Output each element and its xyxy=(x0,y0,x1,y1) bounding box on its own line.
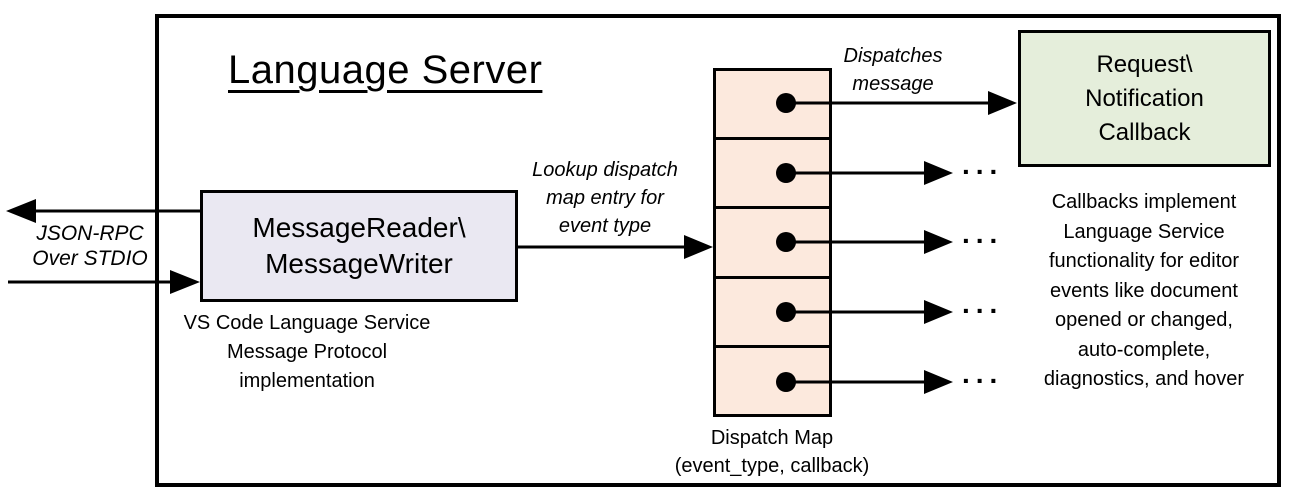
callbacks-note-line1: Callbacks implement xyxy=(1051,191,1237,213)
diagram-title: Language Server xyxy=(228,48,543,92)
message-caption-line1: VS Code Language Service xyxy=(183,312,431,334)
dispatch-caption-line2: (event_type, callback) xyxy=(674,455,870,477)
callbacks-note-line6: auto-complete, xyxy=(1077,338,1211,361)
callbacks-note-line7: diagnostics, and hover xyxy=(1043,368,1245,390)
dispatch-map-cell xyxy=(716,206,829,275)
message-caption-line2: Message Protocol implementation xyxy=(226,341,388,392)
callback-box-line2: Notification xyxy=(1085,84,1204,112)
ellipsis-row-2: ... xyxy=(962,149,1004,180)
callbacks-note-line3: functionality for editor xyxy=(1048,250,1240,272)
dispatch-map-cell xyxy=(716,275,829,345)
lookup-label-line1: Lookup dispatch xyxy=(532,159,678,181)
callbacks-note-line2: Language Service xyxy=(1063,220,1225,243)
callbacks-note-line5: opened or changed, xyxy=(1055,309,1233,331)
dispatch-map xyxy=(713,68,832,417)
dispatch-map-caption: Dispatch Map (event_type, callback) xyxy=(647,424,897,480)
ellipsis-row-5: ... xyxy=(962,358,1004,389)
language-server-box xyxy=(155,14,1281,487)
message-reader-writer-box: MessageReader\ MessageWriter xyxy=(200,190,518,302)
lookup-dispatch-label: Lookup dispatch map entry for event type xyxy=(513,156,697,240)
request-notification-callback-box: Request\ Notification Callback xyxy=(1018,30,1271,167)
callback-box-line1: Request\ xyxy=(1096,50,1193,78)
dispatch-map-cell xyxy=(716,344,829,414)
callbacks-note: Callbacks implement Language Service fun… xyxy=(1005,188,1283,395)
stdio-label-line1: JSON-RPC xyxy=(36,222,144,245)
ellipsis-row-4: ... xyxy=(962,288,1004,319)
dispatch-caption-line1: Dispatch Map xyxy=(710,427,834,449)
dispatches-label-line1: Dispatches xyxy=(843,45,943,67)
ellipsis-row-3: ... xyxy=(962,218,1004,249)
dispatch-map-cell xyxy=(716,137,829,206)
dispatches-message-label: Dispatches message xyxy=(808,42,978,98)
message-box-line2: MessageWriter xyxy=(265,248,453,279)
dispatches-label-line2: message xyxy=(852,73,934,95)
callbacks-note-line4: events like document xyxy=(1050,279,1238,302)
message-box-line1: MessageReader\ xyxy=(252,212,466,243)
stdio-label: JSON-RPC Over STDIO xyxy=(15,221,165,271)
lookup-label-line3: event type xyxy=(558,215,652,237)
stdio-label-line2: Over STDIO xyxy=(32,247,148,270)
callback-box-line3: Callback xyxy=(1098,118,1191,146)
message-box-caption: VS Code Language Service Message Protoco… xyxy=(157,309,457,396)
lookup-label-line2: map entry for xyxy=(546,187,664,209)
